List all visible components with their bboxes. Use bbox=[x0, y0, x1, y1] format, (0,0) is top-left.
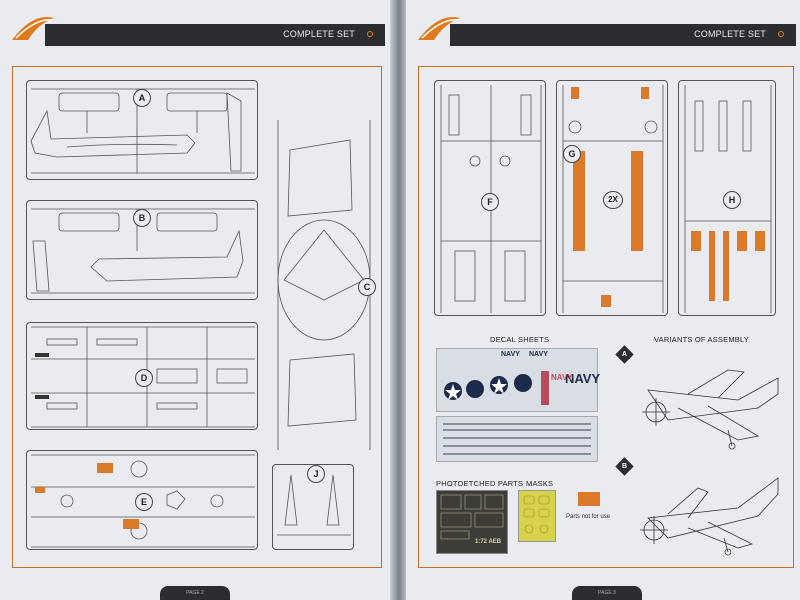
sprue-f-parts bbox=[440, 85, 542, 313]
decal-navy-text: NAVY bbox=[501, 351, 520, 358]
legend-text: Parts not for use bbox=[566, 514, 611, 520]
sprue-label: A bbox=[133, 89, 151, 107]
header-title: COMPLETE SET bbox=[283, 29, 355, 39]
right-page: COMPLETE SET F bbox=[406, 0, 800, 600]
masks-title: MASKS bbox=[526, 479, 554, 488]
sprue-label: G bbox=[563, 145, 581, 163]
sprue-frame bbox=[12, 66, 382, 568]
sprue-label: E bbox=[135, 493, 153, 511]
decal-navy-vertical: NAVY bbox=[551, 373, 573, 382]
sprue-b: B bbox=[26, 200, 258, 300]
header-bar: COMPLETE SET bbox=[45, 24, 385, 46]
quantity-badge: 2X bbox=[603, 191, 623, 209]
mask-sheet bbox=[518, 490, 556, 542]
header-title: COMPLETE SET bbox=[694, 29, 766, 39]
sprue-label: F bbox=[481, 193, 499, 211]
sprue-label: J bbox=[307, 465, 325, 483]
variant-a-aircraft bbox=[642, 369, 779, 450]
variant-b-aircraft bbox=[640, 477, 779, 556]
decal-sheet-2 bbox=[436, 416, 598, 462]
sprue-a: A bbox=[26, 80, 258, 180]
sprue-j-parts bbox=[277, 474, 351, 536]
header-dot-icon bbox=[367, 31, 373, 37]
variants-title: VARIANTS OF ASSEMBLY bbox=[654, 335, 749, 344]
decal-sheets-title: DECAL SHEETS bbox=[490, 335, 550, 344]
sprue-e-parts bbox=[31, 454, 255, 548]
page-number: PAGE 2 bbox=[160, 586, 230, 600]
sprue-label: C bbox=[358, 278, 376, 296]
decal-navy-large: NAVY bbox=[565, 371, 601, 386]
photoetch-fret: 1:72 AEB bbox=[436, 490, 508, 554]
brand-logo bbox=[12, 16, 54, 40]
page-number: PAGE 3 bbox=[572, 586, 642, 600]
brand-logo bbox=[418, 16, 460, 40]
sprue-g-parts bbox=[562, 85, 664, 313]
sprue-c: C bbox=[270, 120, 378, 450]
header-bar: COMPLETE SET bbox=[450, 24, 796, 46]
sprue-g: G 2X bbox=[556, 80, 668, 316]
sprue-frame bbox=[418, 66, 794, 568]
sprue-label: H bbox=[723, 191, 741, 209]
sprue-label: D bbox=[135, 369, 153, 387]
left-page: COMPLETE SET A bbox=[0, 0, 392, 600]
photoetch-scale-label: 1:72 AEB bbox=[475, 539, 502, 545]
header-dot-icon bbox=[778, 31, 784, 37]
legend-swatch bbox=[578, 492, 600, 506]
decal-sheet-1: NAVY NAVY NAVY NAVY bbox=[436, 348, 601, 412]
sprue-e: E bbox=[26, 450, 258, 550]
photoetched-title: PHOTOETCHED PARTS bbox=[436, 479, 524, 488]
sprue-h-parts bbox=[684, 85, 772, 313]
sprue-h: H bbox=[678, 80, 776, 316]
sprue-f: F bbox=[434, 80, 546, 316]
sprue-j: J bbox=[272, 464, 354, 550]
book-spine bbox=[390, 0, 408, 600]
decal-navy-text: NAVY bbox=[529, 351, 548, 358]
sprue-label: B bbox=[133, 209, 151, 227]
sprue-d: D bbox=[26, 322, 258, 430]
